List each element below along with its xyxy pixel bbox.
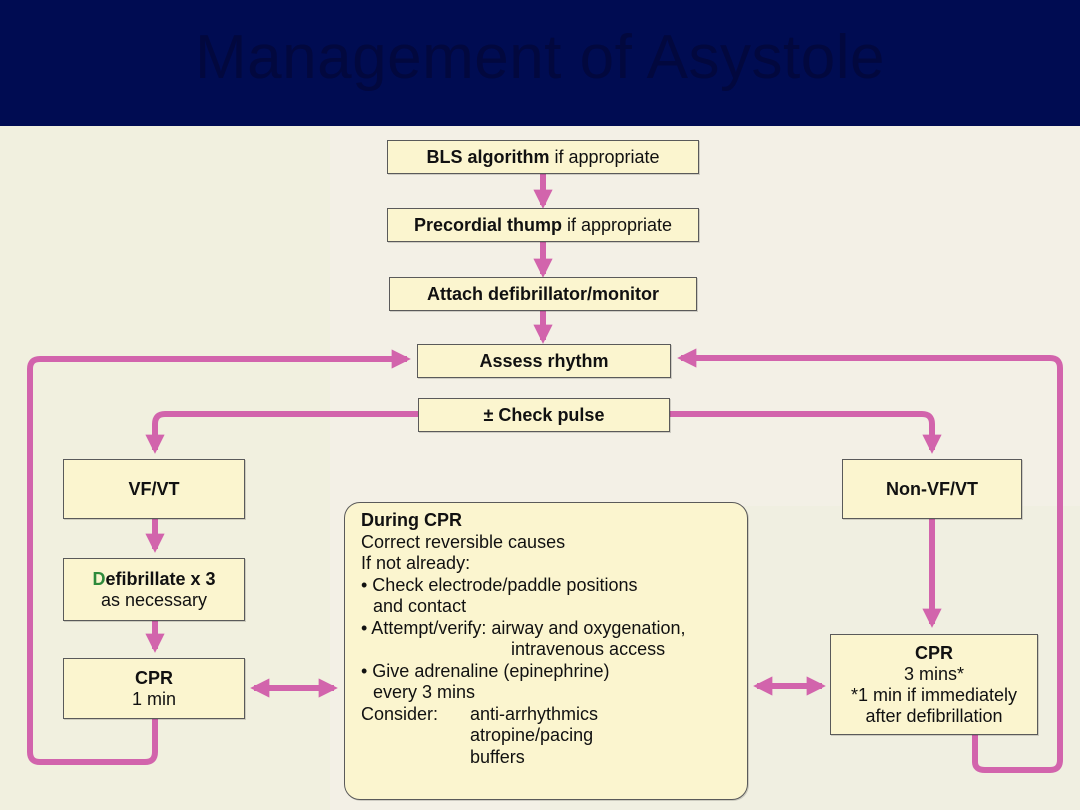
title-bar: Management of Asystole [0, 0, 1080, 126]
cpr-right-note-line1: *1 min if immediately [850, 684, 1018, 705]
during-cpr-bullet-airway: • Attempt/verify: airway and oxygenation… [361, 617, 686, 638]
assess-rhythm-label: Assess rhythm [479, 350, 609, 371]
cpr-left-duration: 1 min [131, 688, 176, 709]
bls-algorithm-qualifier: if appropriate [549, 146, 660, 167]
defibrillate-box: Defibrillate x 3 as necessary [63, 558, 245, 621]
cpr-right-title: CPR [914, 642, 953, 663]
non-vf-vt-box: Non-VF/VT [842, 459, 1022, 519]
during-cpr-line-reversible: Correct reversible causes [361, 531, 566, 552]
during-cpr-line-if-not: If not already: [361, 553, 471, 573]
consider-item-atropine: atropine/pacing [470, 725, 594, 745]
bls-algorithm-label: BLS algorithm [426, 146, 550, 167]
assess-rhythm-box: Assess rhythm [417, 344, 671, 378]
check-pulse-box: ± Check pulse [418, 398, 670, 432]
bls-algorithm-box: BLS algorithm if appropriate [387, 140, 699, 174]
during-cpr-bullet-adrenaline: • Give adrenaline (epinephrine) [361, 660, 610, 681]
during-cpr-bullet-electrode-cont: and contact [373, 596, 467, 616]
during-cpr-consider: Consider: anti-arrhythmics [361, 704, 747, 726]
consider-item-anti-arrhythmics: anti-arrhythmics [470, 703, 599, 724]
precordial-thump-qualifier: if appropriate [561, 214, 673, 235]
consider-item-buffers: buffers [470, 746, 525, 767]
consider-label: Consider: [361, 703, 439, 724]
check-pulse-label: ± Check pulse [483, 404, 605, 425]
precordial-thump-box: Precordial thump if appropriate [387, 208, 699, 242]
cpr-left-box: CPR 1 min [63, 658, 245, 719]
cpr-left-title: CPR [134, 667, 173, 688]
cpr-right-box: CPR 3 mins* *1 min if immediately after … [830, 634, 1038, 735]
cpr-right-duration: 3 mins* [903, 663, 965, 684]
loop-left [27, 349, 411, 765]
during-cpr-bullet-airway-cont: intravenous access [511, 639, 666, 659]
non-vf-vt-label: Non-VF/VT [886, 478, 978, 499]
arrow-split-right [670, 411, 942, 454]
slide-title: Management of Asystole [195, 23, 885, 92]
during-cpr-bullet-electrode: • Check electrode/paddle positions [361, 574, 638, 595]
attach-defibrillator-box: Attach defibrillator/monitor [389, 277, 697, 311]
vf-vt-box: VF/VT [63, 459, 245, 519]
during-cpr-box: During CPR Correct reversible causes If … [344, 502, 748, 800]
precordial-thump-label: Precordial thump [413, 214, 562, 235]
attach-defibrillator-label: Attach defibrillator/monitor [426, 283, 659, 304]
defibrillate-label: efibrillate x 3 [105, 568, 216, 589]
arrow-split-left [145, 411, 418, 454]
loop-right [677, 348, 1063, 773]
during-cpr-bullet-adrenaline-cont: every 3 mins [373, 682, 476, 702]
defibrillate-first-letter: D [92, 568, 106, 589]
vf-vt-label: VF/VT [128, 478, 180, 499]
defibrillate-qualifier: as necessary [100, 589, 208, 610]
during-cpr-heading: During CPR [361, 510, 462, 530]
cpr-right-note-line2: after defibrillation [865, 705, 1003, 726]
